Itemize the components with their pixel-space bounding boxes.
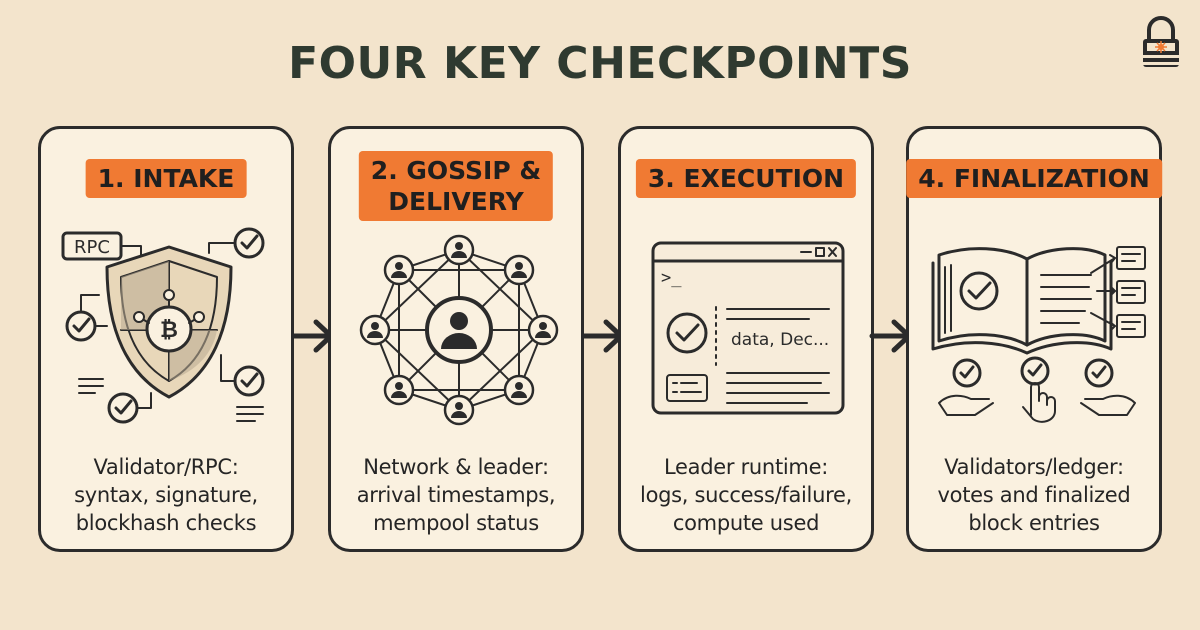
checkpoint-card-finalization: 4. FINALIZATION Validators/ledger: votes… bbox=[906, 126, 1162, 552]
description-line: logs, success/failure, bbox=[640, 483, 852, 507]
checkpoint-card-gossip-delivery: 2. GOSSIP & DELIVERY Network & bbox=[328, 126, 584, 552]
data-label: data, Dec... bbox=[731, 330, 829, 350]
description-line: Validator/RPC: bbox=[93, 455, 239, 479]
network-nodes-icon bbox=[359, 234, 559, 426]
description-line: Validators/ledger: bbox=[944, 455, 1124, 479]
prompt-label: >_ bbox=[661, 268, 682, 288]
description-line: votes and finalized bbox=[937, 483, 1131, 507]
description-line: blockhash checks bbox=[75, 511, 257, 535]
badge-line: 3. EXECUTION bbox=[647, 164, 845, 193]
svg-text:₿: ₿ bbox=[160, 318, 178, 343]
rpc-label: RPC bbox=[74, 237, 110, 258]
lock-logo-icon bbox=[1143, 16, 1179, 67]
badge-line: 4. FINALIZATION bbox=[918, 164, 1150, 193]
step-description: Leader runtime: logs, success/failure, c… bbox=[621, 453, 871, 537]
description-line: block entries bbox=[968, 511, 1100, 535]
terminal-window-icon: >_ data, Dec... bbox=[651, 241, 845, 415]
description-line: compute used bbox=[672, 511, 820, 535]
badge-line: DELIVERY bbox=[388, 187, 524, 216]
step-badge: 1. INTAKE bbox=[85, 159, 247, 198]
description-line: arrival timestamps, bbox=[356, 483, 556, 507]
checkpoint-card-intake: 1. INTAKE RPC ₿ Validator/RPC: syntax bbox=[38, 126, 294, 552]
description-line: mempool status bbox=[373, 511, 539, 535]
checkpoint-card-execution: 3. EXECUTION >_ data, Dec... Leader runt… bbox=[618, 126, 874, 552]
step-description: Network & leader: arrival timestamps, me… bbox=[331, 453, 581, 537]
step-badge: 3. EXECUTION bbox=[635, 159, 857, 198]
page-title: FOUR KEY CHECKPOINTS bbox=[288, 38, 912, 89]
description-line: Network & leader: bbox=[363, 455, 549, 479]
description-line: syntax, signature, bbox=[74, 483, 258, 507]
step-description: Validator/RPC: syntax, signature, blockh… bbox=[41, 453, 291, 537]
step-badge: 4. FINALIZATION bbox=[906, 159, 1162, 198]
shield-bitcoin-icon: RPC ₿ bbox=[61, 227, 265, 424]
badge-line: 2. GOSSIP & bbox=[370, 156, 542, 185]
step-badge: 2. GOSSIP & DELIVERY bbox=[358, 151, 554, 221]
step-description: Validators/ledger: votes and finalized b… bbox=[909, 453, 1159, 537]
badge-line: 1. INTAKE bbox=[97, 164, 235, 193]
description-line: Leader runtime: bbox=[664, 455, 828, 479]
ledger-book-votes-icon bbox=[931, 246, 1146, 423]
